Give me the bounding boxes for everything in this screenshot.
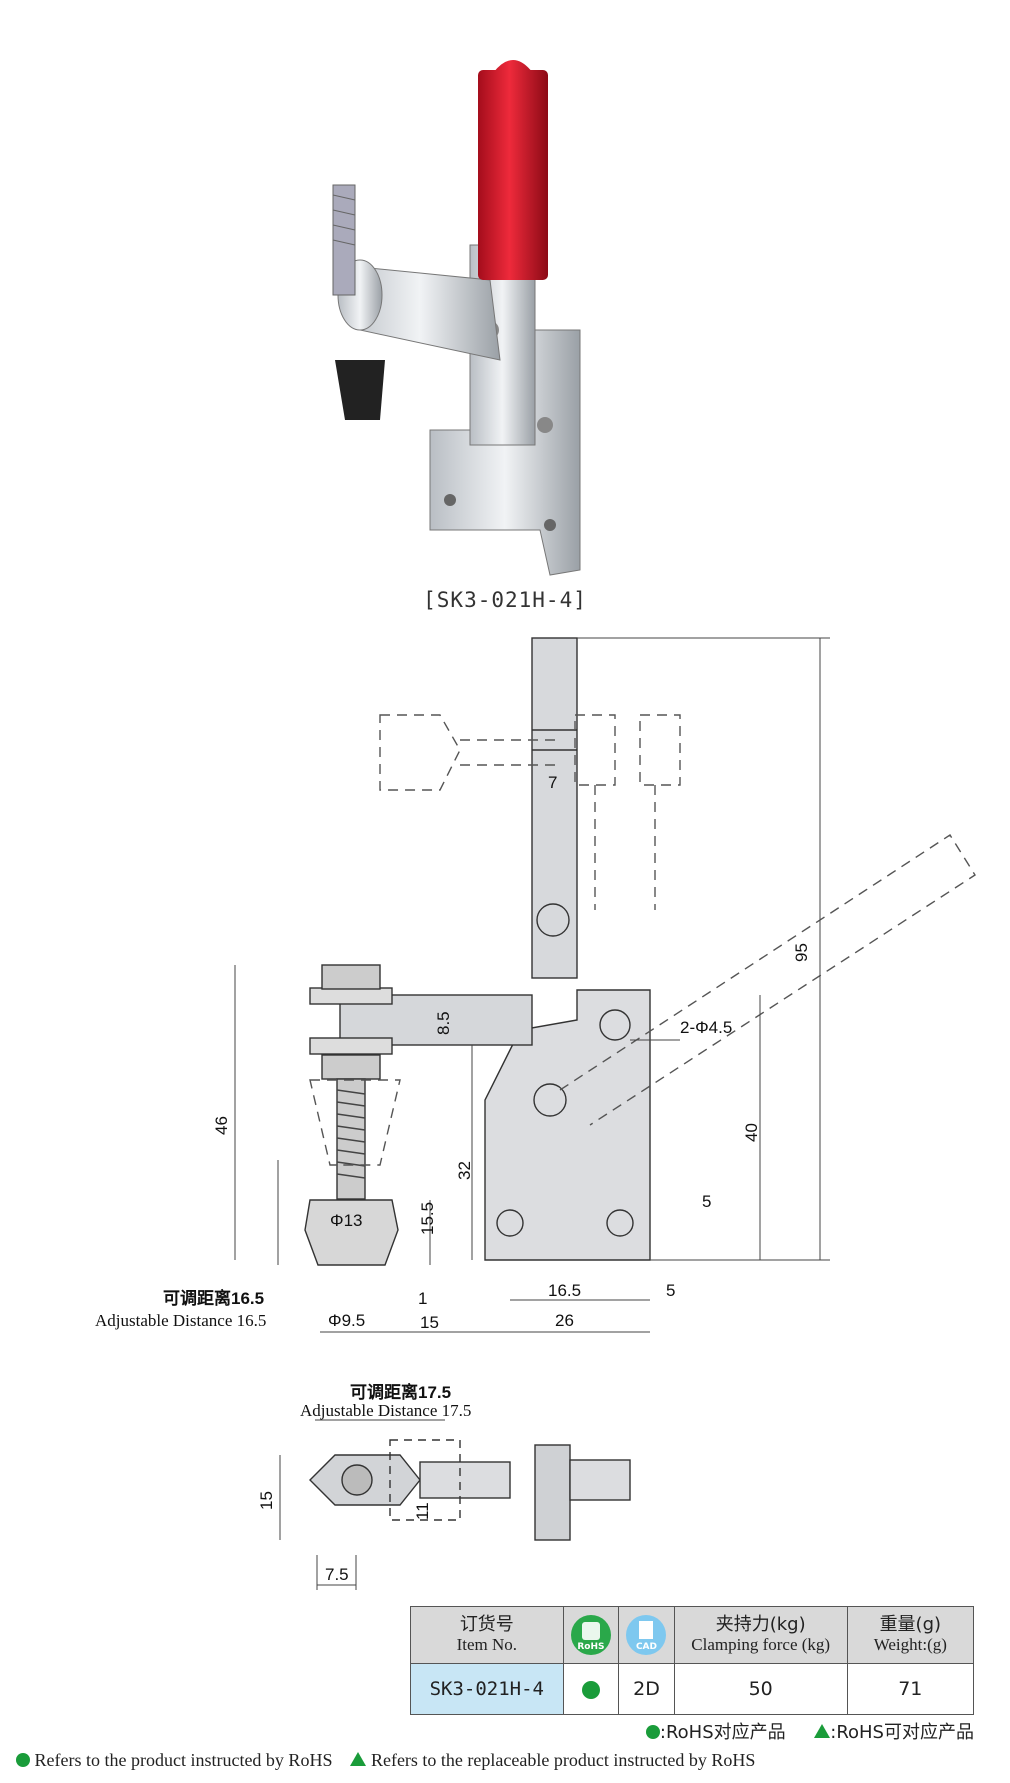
item-number-cell: SK3-021H-4	[410, 1663, 564, 1715]
cad-badge-icon: CAD	[626, 1615, 667, 1655]
col-weight-header: 重量(g) Weight:(g)	[846, 1606, 975, 1664]
dim-5a: 5	[702, 1192, 711, 1211]
dim-95: 95	[792, 943, 811, 962]
rohs-dot-icon	[581, 1680, 600, 1699]
green-dot-icon	[645, 1725, 660, 1739]
adjust-distance-cn-2: 可调距离17.5	[350, 1382, 451, 1402]
green-triangle-icon	[350, 1752, 367, 1766]
col-item-header: 订货号 Item No.	[410, 1606, 564, 1664]
dim-1: 1	[418, 1289, 427, 1308]
weight-cell: 71	[846, 1663, 975, 1715]
product-photo	[332, 60, 581, 576]
legend-cn: :RoHS对应产品 :RoHS可对应产品	[645, 1718, 974, 1744]
adjust-distance-cn-1: 可调距离16.5	[163, 1288, 264, 1308]
top-view-drawing: 15 11 7.5 可调距离17.5 Adjustable Distance 1…	[257, 1382, 631, 1590]
dim-40: 40	[742, 1123, 761, 1142]
legend-en: Refers to the product instructed by RoHS…	[16, 1750, 755, 1771]
col-force-header: 夹持力(kg) Clamping force (kg)	[673, 1606, 848, 1664]
dim-7: 7	[548, 773, 557, 792]
legend-en-replace: Refers to the replaceable product instru…	[370, 1750, 756, 1770]
dim-15-5: 15.5	[418, 1202, 437, 1235]
dim-5b: 5	[666, 1281, 675, 1300]
model-caption: [SK3-021H-4]	[423, 588, 587, 612]
cad-cell: 2D	[618, 1663, 675, 1715]
green-dot-icon	[16, 1753, 30, 1767]
dim-7-5: 7.5	[325, 1565, 349, 1584]
dim-15b: 15	[257, 1491, 276, 1510]
dim-11: 11	[413, 1502, 432, 1520]
dim-phi9-5: Φ9.5	[328, 1311, 365, 1330]
table-header-row: 订货号 Item No. RoHS CAD 夹持力(kg) Clamping f…	[410, 1606, 975, 1664]
green-triangle-icon	[814, 1724, 831, 1738]
legend-en-rohs: Refers to the product instructed by RoHS	[34, 1750, 333, 1770]
legend-cn-replace: :RoHS可对应产品	[830, 1722, 974, 1743]
dim-16-5: 16.5	[548, 1281, 581, 1300]
dim-26: 26	[555, 1311, 574, 1330]
adjust-distance-en-2: Adjustable Distance 17.5	[300, 1401, 471, 1420]
legend-cn-rohs: :RoHS对应产品	[659, 1722, 786, 1743]
dim-15: 15	[420, 1313, 439, 1332]
adjust-distance-en-1: Adjustable Distance 16.5	[95, 1311, 266, 1330]
col-rohs-header: RoHS	[562, 1606, 620, 1664]
dim-phi13: Φ13	[330, 1211, 362, 1230]
force-cell: 50	[673, 1663, 848, 1715]
dim-8-5: 8.5	[434, 1011, 453, 1035]
spec-table: 订货号 Item No. RoHS CAD 夹持力(kg) Clamping f…	[410, 1606, 975, 1715]
col-cad-header: CAD	[618, 1606, 675, 1664]
dim-32: 32	[455, 1161, 474, 1180]
dim-hole: 2-Φ4.5	[680, 1018, 732, 1037]
dim-46: 46	[212, 1116, 231, 1135]
table-row: SK3-021H-4 ● 2D 50 71	[410, 1663, 975, 1715]
side-view-drawing: 7 95 8.5 46 40 32 15.5 Φ13 2-Φ4.5 5 5 16…	[95, 637, 976, 1333]
rohs-cell: ●	[562, 1663, 620, 1715]
rohs-badge-icon: RoHS	[570, 1615, 611, 1655]
